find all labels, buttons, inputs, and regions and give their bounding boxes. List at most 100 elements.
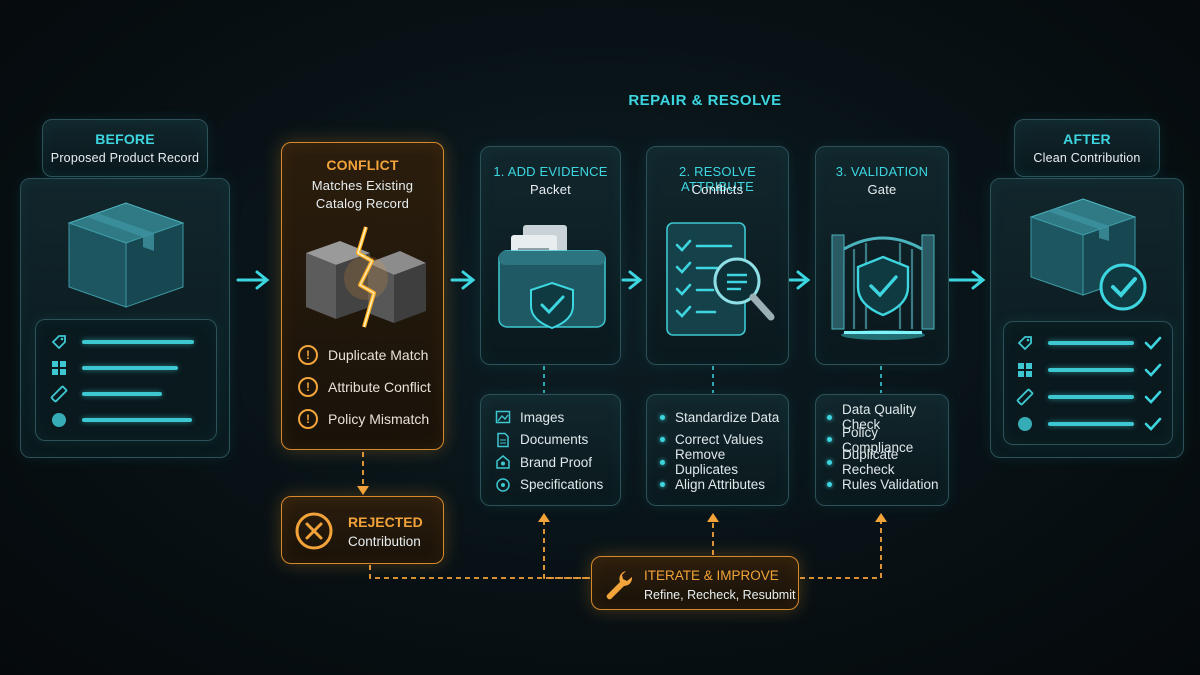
before-attributes (35, 319, 217, 441)
bullet-dot (660, 437, 665, 443)
rejected-card: REJECTED Contribution (281, 496, 444, 564)
validation-item: Policy Compliance (827, 425, 948, 455)
after-card (990, 178, 1184, 458)
close-icon (295, 512, 333, 550)
before-heading: BEFORE (95, 131, 155, 147)
spec-icon (496, 478, 510, 492)
validation-item: Rules Validation (827, 474, 948, 497)
box-check-icon (1029, 198, 1147, 311)
attribute-bar (82, 418, 192, 422)
step-evidence-card: 1. ADD EVIDENCE Packet (480, 146, 621, 365)
issue-label: Duplicate Match (328, 347, 429, 363)
checklist-magnifier-icon (666, 222, 775, 336)
circle-icon (1018, 417, 1032, 431)
document-icon (497, 432, 509, 447)
page-title: REPAIR & RESOLVE (628, 92, 782, 109)
after-attributes (1003, 321, 1173, 445)
flow-arrow-4 (788, 270, 811, 290)
box-icon (67, 202, 185, 308)
step-dashed-links (543, 366, 882, 393)
attribute-bar (82, 366, 178, 370)
step-validation-list: Data Quality Check Policy Compliance Dup… (815, 394, 949, 506)
bullet-dot (660, 482, 665, 488)
validation-item: Data Quality Check (827, 402, 948, 432)
issue-duplicate-match: ! Duplicate Match (298, 339, 431, 371)
evidence-item-specifications: Specifications (495, 474, 603, 497)
bullet-dot (660, 414, 665, 420)
ruler-icon (50, 385, 68, 403)
bullet-dot (827, 414, 832, 420)
attribute-bar (1048, 422, 1134, 426)
rejected-subheading: Contribution (348, 534, 421, 549)
flow-arrow-1 (236, 270, 270, 290)
attribute-bar (1048, 368, 1134, 372)
bullet-dot (827, 459, 832, 465)
warning-icon: ! (298, 377, 318, 397)
check-icon (1144, 417, 1162, 431)
conflict-line1: Matches Existing (311, 178, 414, 193)
step-evidence-subheading: Packet (530, 182, 571, 197)
image-icon (495, 411, 511, 424)
before-card (20, 178, 230, 458)
step-evidence-list: Images Documents Brand Proof Specificati… (480, 394, 621, 506)
attribute-bar (1048, 395, 1134, 399)
check-icon (1144, 390, 1162, 404)
attribute-bar (82, 340, 194, 344)
evidence-item-documents: Documents (495, 429, 603, 452)
step-validation-heading: 3. VALIDATION (835, 164, 929, 179)
attribute-bar (1048, 341, 1134, 345)
conflict-line2: Catalog Record (315, 196, 410, 211)
after-heading: AFTER (1063, 131, 1111, 147)
grid-icon (52, 361, 66, 375)
validation-gate-icon (831, 234, 935, 340)
issue-label: Attribute Conflict (328, 379, 431, 395)
step-validation-card: 3. VALIDATION Gate (815, 146, 949, 365)
grid-icon (1018, 363, 1032, 377)
evidence-item-brand-proof: Brand Proof (495, 451, 603, 474)
wrench-icon (606, 571, 633, 600)
before-subheading: Proposed Product Record (50, 151, 200, 165)
brand-icon (496, 455, 510, 469)
after-header: AFTER Clean Contribution (1014, 119, 1160, 177)
step-resolve-subheading: Conflicts (691, 182, 744, 197)
iterate-card: ITERATE & IMPROVE Refine, Recheck, Resub… (591, 556, 799, 610)
iterate-heading: ITERATE & IMPROVE (644, 568, 779, 583)
check-icon (1144, 336, 1162, 350)
issue-policy-mismatch: !Policy Mismatch (298, 403, 431, 435)
step-resolve-list: Standardize Data Correct Values Remove D… (646, 394, 789, 506)
bullet-dot (827, 482, 832, 488)
broken-cubes-icon (306, 226, 426, 328)
resolve-item: Standardize Data (660, 406, 788, 429)
evidence-folder-icon (498, 225, 606, 330)
step-resolve-card: 2. RESOLVE ATTRIBUTE Conflicts (646, 146, 789, 365)
conflict-heading: CONFLICT (326, 157, 399, 173)
iterate-arrowheads (357, 486, 887, 522)
conflict-card: CONFLICT Matches Existing Catalog Record… (281, 142, 444, 450)
flow-arrow-2 (450, 270, 476, 290)
issue-attribute-conflict: ! Attribute Conflict (298, 371, 431, 403)
step-resolve-heading: 2. RESOLVE ATTRIBUTE (679, 164, 756, 194)
rejected-heading: REJECTED (348, 514, 423, 530)
flow-arrow-3 (621, 270, 643, 290)
circle-icon (52, 413, 66, 427)
attribute-bar (82, 392, 162, 396)
resolve-item: Remove Duplicates (660, 447, 788, 477)
ruler-icon (1016, 388, 1034, 406)
step-evidence-heading: 1. ADD EVIDENCE (493, 164, 608, 179)
check-icon (1144, 363, 1162, 377)
before-header: BEFORE Proposed Product Record (42, 119, 208, 177)
evidence-item-images: Images (495, 406, 603, 429)
validation-item: Duplicate Recheck (827, 447, 948, 477)
resolve-item: Align Attributes (660, 474, 788, 497)
resolve-item: Correct Values (660, 429, 788, 452)
iterate-loop (362, 452, 882, 579)
tag-icon (1017, 336, 1032, 351)
bullet-dot (827, 437, 832, 443)
warning-icon: ! (298, 345, 318, 365)
warning-icon: ! (298, 409, 318, 429)
step-validation-subheading: Gate (867, 182, 897, 197)
after-subheading: Clean Contribution (1033, 151, 1141, 165)
bullet-dot (660, 459, 665, 465)
flow-arrow-5 (948, 270, 986, 290)
